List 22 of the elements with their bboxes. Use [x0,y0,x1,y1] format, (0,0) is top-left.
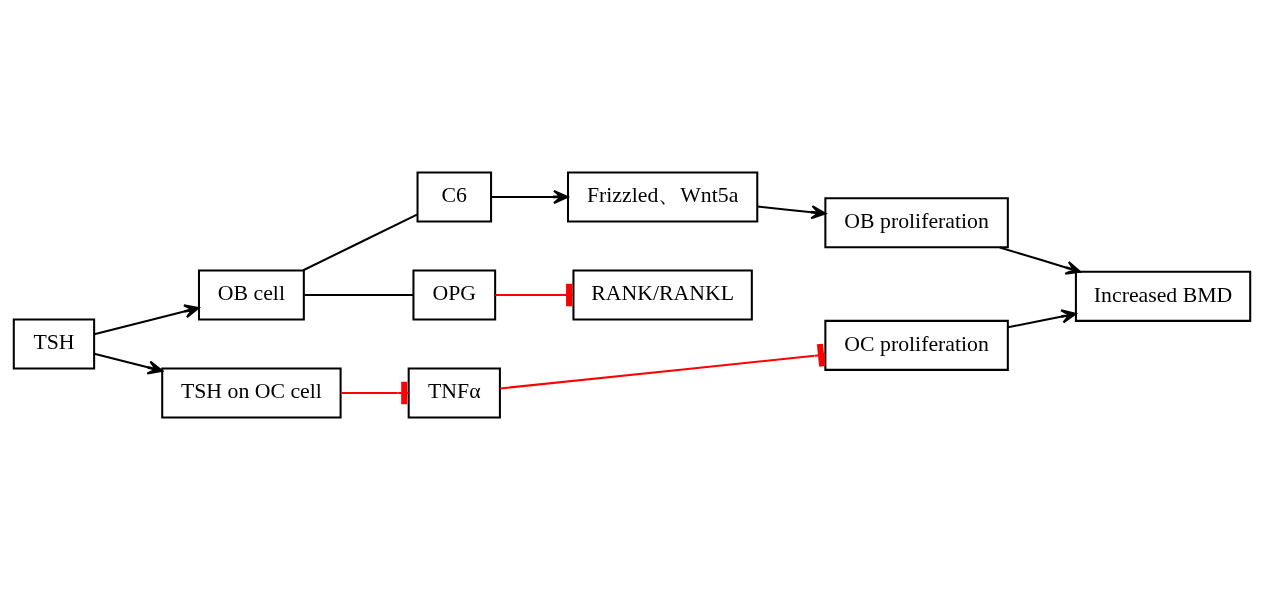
arrow [1007,309,1077,329]
node-box: OC proliferation [824,319,1009,371]
arrow [94,352,164,375]
node-box: TSH on OC cell [161,367,342,419]
arrow [757,205,827,220]
node-box: TSH [12,318,96,370]
node-box: Frizzled、Wnt5a [567,171,759,223]
arrow [999,246,1082,275]
connector [341,381,409,405]
node-box: Increased BMD [1074,270,1252,322]
arrow [94,304,200,336]
connector [495,283,574,307]
node-box: TNFα [407,367,501,419]
node-box: C6 [416,171,493,223]
connector [304,294,413,296]
connector [302,213,418,272]
node-box: OB cell [197,269,305,321]
connector [500,343,826,390]
node-box: OPG [412,269,497,321]
node-box: OB proliferation [824,197,1009,249]
node-box: RANK/RANKL [572,269,753,321]
arrow [491,189,569,205]
